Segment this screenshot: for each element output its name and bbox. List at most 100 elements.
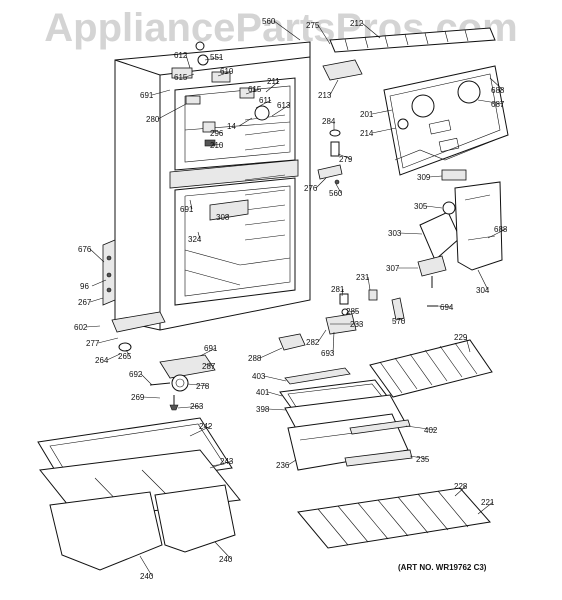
fan-duct [417,181,503,288]
callout-305: 305 [414,202,428,211]
leader-line-610 [217,70,233,77]
leader-line-691c [199,347,217,357]
callout-691a: 691 [140,91,154,100]
callout-403: 403 [252,372,266,381]
leader-line-210 [211,143,223,146]
leader-line-282 [317,329,327,343]
leader-line-303 [399,232,423,235]
callout-214: 214 [360,129,374,138]
callout-610: 610 [220,67,234,76]
callout-277: 277 [86,339,100,348]
callout-613: 613 [277,101,291,110]
leader-line-693 [332,331,335,354]
callout-281: 281 [331,285,345,294]
callout-229: 229 [454,333,468,342]
leader-line-235 [409,455,429,460]
callout-296: 296 [210,129,224,138]
callout-96: 96 [80,282,89,291]
callout-282: 282 [306,338,320,347]
callout-279: 279 [339,155,353,164]
leader-line-691a [151,89,171,96]
leader-line-692 [140,373,153,386]
leader-line-688a [489,77,504,91]
leader-line-275 [317,24,331,45]
callout-560b: 560 [329,189,343,198]
leader-line-240b [214,541,232,560]
leader-line-278 [187,383,209,387]
leader-line-687 [477,99,504,105]
callout-602: 602 [74,323,88,332]
callout-401: 401 [256,388,270,397]
leader-line-264 [106,353,121,361]
art-number: (ART NO. WR19762 C3) [398,563,487,572]
top-shelf [322,27,496,81]
leader-line-242 [189,425,212,437]
leader-line-229 [465,336,471,353]
leader-line-211 [265,80,280,93]
callout-676: 676 [78,245,92,254]
callout-688b: 688 [494,225,508,234]
callout-288: 288 [248,354,262,363]
callout-611: 611 [259,96,272,105]
leader-line-401 [267,391,283,397]
callout-210: 210 [210,141,224,150]
callout-692: 692 [129,370,143,379]
leader-line-691b [189,199,193,210]
hinge-bracket [102,239,116,306]
leader-line-304 [477,269,489,291]
leader-line-236 [287,459,297,466]
callout-231: 231 [356,273,370,282]
leader-line-676 [89,248,105,263]
leader-line-398 [267,408,287,411]
bottom-hardware [111,311,306,411]
callout-269: 269 [131,393,145,402]
leader-line-309 [428,175,443,178]
callout-278: 278 [196,382,210,391]
callout-201: 201 [360,110,374,119]
callout-275: 275 [306,21,320,30]
leader-line-560b [335,183,342,194]
damper-parts [317,129,343,185]
leader-line-324 [197,231,201,240]
leader-line-276 [315,177,327,189]
leader-line-560a [273,20,301,41]
callout-236: 236 [276,461,290,470]
callout-263: 263 [190,402,204,411]
cabinet-shell [114,41,311,331]
leader-line-280 [157,103,187,120]
pan-assembly [37,417,241,571]
callout-284: 284 [322,117,336,126]
leader-line-279 [337,153,352,160]
leader-line-213 [329,79,339,96]
leader-line-267 [89,297,104,303]
leader-line-287 [204,363,215,367]
callout-228: 228 [454,482,468,491]
callout-213: 213 [318,91,332,100]
callout-615b: 615 [248,85,262,94]
callout-221: 221 [481,498,495,507]
leader-line-228 [454,485,467,497]
callout-285: 285 [346,307,360,316]
leader-line-285 [347,310,359,313]
callout-688a: 688 [491,86,505,95]
leader-line-212 [361,22,381,39]
leader-line-265 [125,349,131,357]
leader-line-263 [177,405,203,409]
leader-line-281 [341,288,344,297]
wire-shelf-229 [369,339,493,398]
callout-211: 211 [267,77,280,86]
leader-line-201 [371,109,393,115]
leader-line-613 [271,104,290,117]
callout-694: 694 [440,303,454,312]
leader-line-269 [142,396,161,399]
callout-691c: 691 [204,344,218,353]
leader-line-214 [371,127,397,134]
callout-265: 265 [118,352,132,361]
callout-687: 687 [491,100,505,109]
callout-402: 402 [424,426,438,435]
callout-235: 235 [416,455,430,464]
callout-267: 267 [78,298,92,307]
leader-line-288 [259,347,283,359]
